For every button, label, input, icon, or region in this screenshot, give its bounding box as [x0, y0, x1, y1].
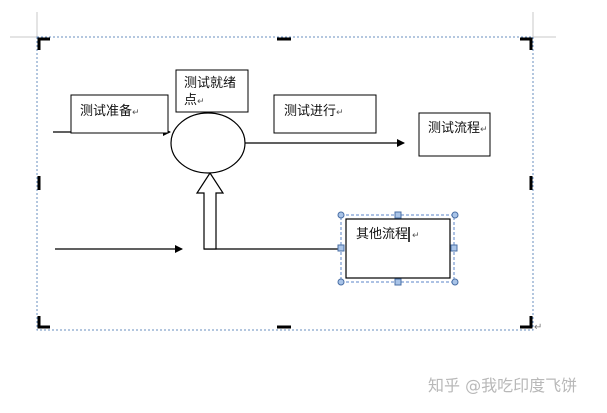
- sel-handle-bm: [394, 278, 402, 286]
- handle-top-right: [520, 37, 533, 50]
- paragraph-mark: ↵: [197, 97, 205, 107]
- watermark-brand: 知乎: [428, 376, 461, 395]
- zhihu-watermark: 知乎 @我吃印度飞饼: [428, 372, 577, 396]
- box-other-text: 其他流程: [356, 227, 409, 242]
- corner-paragraph-mark: ↵: [534, 322, 542, 333]
- box-prepare-text: 测试准备: [80, 104, 133, 119]
- watermark-author: @我吃印度飞饼: [465, 376, 578, 395]
- box-ready-label: 测试就绪点↵: [184, 75, 244, 111]
- box-flow[interactable]: [418, 112, 491, 157]
- box-other-label[interactable]: 其他流程↵: [356, 226, 420, 245]
- sel-handle-lm: [337, 244, 345, 252]
- paragraph-mark: ↵: [412, 231, 420, 241]
- ready-point-circle[interactable]: [170, 112, 246, 174]
- box-running[interactable]: [273, 94, 377, 134]
- box-running-text: 测试进行: [284, 104, 337, 119]
- box-ready-text: 测试就绪点: [184, 76, 237, 108]
- box-ready[interactable]: [175, 69, 249, 113]
- box-prepare[interactable]: [70, 94, 169, 134]
- box-flow-label: 测试流程↵: [428, 120, 488, 139]
- box-running-label: 测试进行↵: [284, 103, 344, 122]
- paragraph-mark: ↵: [336, 108, 344, 118]
- canvas-resize-handles[interactable]: [37, 37, 533, 329]
- hollow-up-arrow: [195, 171, 225, 250]
- selection-handles[interactable]: [337, 211, 459, 286]
- sel-handle-bl: [337, 278, 345, 286]
- page-margin-guides: [10, 12, 556, 38]
- paragraph-mark: ↵: [480, 125, 488, 135]
- box-prepare-label: 测试准备↵: [80, 103, 140, 122]
- box-flow-text: 测试流程: [428, 121, 481, 136]
- box-other[interactable]: [345, 218, 451, 279]
- sel-handle-rm: [450, 244, 458, 252]
- sel-handle-tl: [337, 211, 345, 219]
- handle-bottom-left: [37, 316, 50, 329]
- sel-handle-tr: [451, 211, 459, 219]
- sel-handle-br: [451, 278, 459, 286]
- handle-top-left: [37, 37, 50, 50]
- canvas-frame: [36, 36, 534, 331]
- handle-bottom-right: [520, 316, 533, 329]
- paragraph-mark: ↵: [132, 108, 140, 118]
- sel-handle-tm: [394, 211, 402, 219]
